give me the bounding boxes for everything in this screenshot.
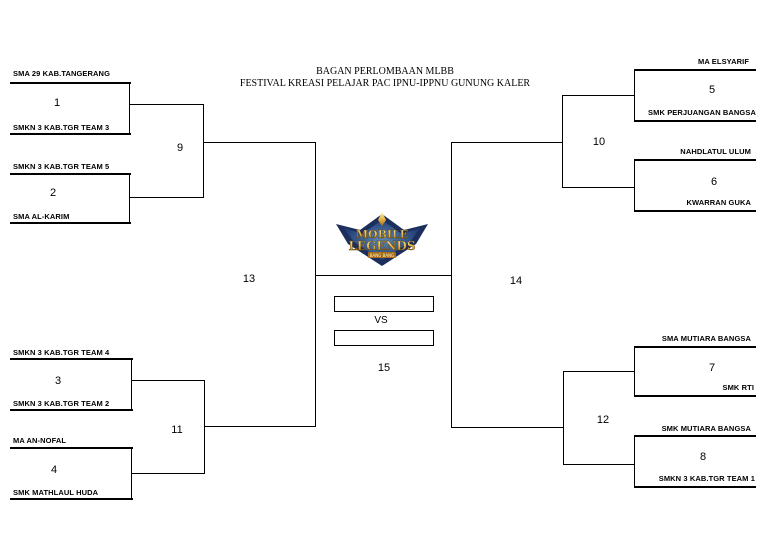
bracket-line — [562, 95, 564, 188]
match-number-6: 6 — [710, 176, 718, 188]
bracket-line — [10, 222, 131, 224]
bracket-line — [563, 464, 635, 466]
team-slot-1b: SMKN 3 KAB.TGR TEAM 3 — [13, 123, 110, 132]
team-slot-7b: SMK RTI — [722, 383, 754, 392]
bracket-line — [634, 435, 756, 437]
team-slot-2b: SMA AL-KARIM — [13, 212, 70, 221]
bracket-line — [203, 104, 205, 198]
logo-text-line1: MOBILE — [356, 228, 408, 241]
team-slot-3a: SMKN 3 KAB.TGR TEAM 4 — [13, 348, 110, 357]
logo-crest-icon — [378, 212, 386, 226]
team-slot-3b: SMKN 3 KAB.TGR TEAM 2 — [13, 399, 110, 408]
match-number-11: 11 — [171, 424, 183, 436]
team-slot-5b: SMK PERJUANGAN BANGSA — [648, 108, 756, 117]
bracket-line — [10, 173, 131, 175]
bracket-line — [130, 197, 204, 199]
match-number-3: 3 — [54, 375, 62, 387]
bracket-subtitle: FESTIVAL KREASI PELAJAR PAC IPNU-IPPNU G… — [239, 78, 531, 89]
team-slot-5a: MA ELSYARIF — [698, 57, 749, 66]
match-number-15: 15 — [377, 362, 391, 374]
bracket-line — [10, 409, 133, 411]
bracket-line — [315, 142, 317, 427]
bracket-line — [634, 346, 756, 348]
bracket-line — [634, 120, 756, 122]
team-slot-6b: KWARRAN GUKA — [686, 198, 751, 207]
team-slot-8b: SMKN 3 KAB.TGR TEAM 1 — [658, 474, 755, 483]
mobile-legends-logo: MOBILE LEGENDS BANG BANG — [336, 212, 428, 266]
bracket-line — [634, 486, 756, 488]
match-number-9: 9 — [176, 142, 184, 154]
final-connector-line — [315, 275, 452, 277]
team-slot-2a: SMKN 3 KAB.TGR TEAM 5 — [13, 162, 110, 171]
match-number-10: 10 — [592, 136, 606, 148]
team-slot-1a: SMA 29 KAB.TANGERANG — [13, 69, 111, 78]
bracket-line — [10, 133, 131, 135]
bracket-line — [634, 69, 756, 71]
bracket-line — [563, 371, 565, 465]
bracket-line — [204, 142, 316, 144]
bracket-line — [10, 82, 131, 84]
bracket-line — [131, 358, 133, 411]
bracket-line — [634, 159, 756, 161]
vs-label: VS — [374, 315, 388, 326]
match-number-4: 4 — [50, 464, 58, 476]
bracket-line — [562, 187, 635, 189]
team-slot-7a: SMA MUTIARA BANGSA — [661, 334, 751, 343]
final-slot-top — [334, 296, 434, 312]
bracket-line — [451, 142, 453, 428]
team-slot-4b: SMK MATHLAUL HUDA — [13, 488, 99, 497]
match-number-7: 7 — [708, 362, 716, 374]
bracket-line — [205, 426, 316, 428]
bracket-line — [129, 173, 131, 224]
bracket-line — [634, 210, 756, 212]
team-slot-8a: SMK MUTIARA BANGSA — [661, 424, 751, 433]
bracket-line — [132, 473, 205, 475]
bracket-line — [131, 447, 133, 500]
team-slot-6a: NAHDLATUL ULUM — [680, 147, 751, 156]
bracket-line — [634, 395, 756, 397]
logo-text-line3: BANG BANG — [370, 253, 394, 258]
match-number-13: 13 — [242, 273, 256, 285]
bracket-line — [130, 104, 204, 106]
match-number-5: 5 — [708, 84, 716, 96]
bracket-line — [563, 371, 635, 373]
match-number-1: 1 — [53, 97, 61, 109]
bracket-line — [451, 142, 563, 144]
final-slot-bottom — [334, 330, 434, 346]
bracket-title: BAGAN PERLOMBAAN MLBB — [316, 66, 454, 77]
match-number-12: 12 — [596, 414, 610, 426]
bracket-line — [10, 358, 133, 360]
match-number-14: 14 — [509, 275, 523, 287]
bracket-line — [132, 380, 205, 382]
bracket-line — [129, 82, 131, 135]
logo-text-line2: LEGENDS — [348, 239, 415, 253]
bracket-line — [634, 159, 636, 212]
bracket-line — [10, 447, 133, 449]
match-number-8: 8 — [699, 451, 707, 463]
bracket-line — [451, 427, 564, 429]
bracket-line — [634, 435, 636, 488]
match-number-2: 2 — [49, 187, 57, 199]
bracket-line — [204, 380, 206, 474]
team-slot-4a: MA AN-NOFAL — [13, 436, 67, 445]
bracket-line — [562, 95, 635, 97]
bracket-line — [10, 498, 133, 500]
